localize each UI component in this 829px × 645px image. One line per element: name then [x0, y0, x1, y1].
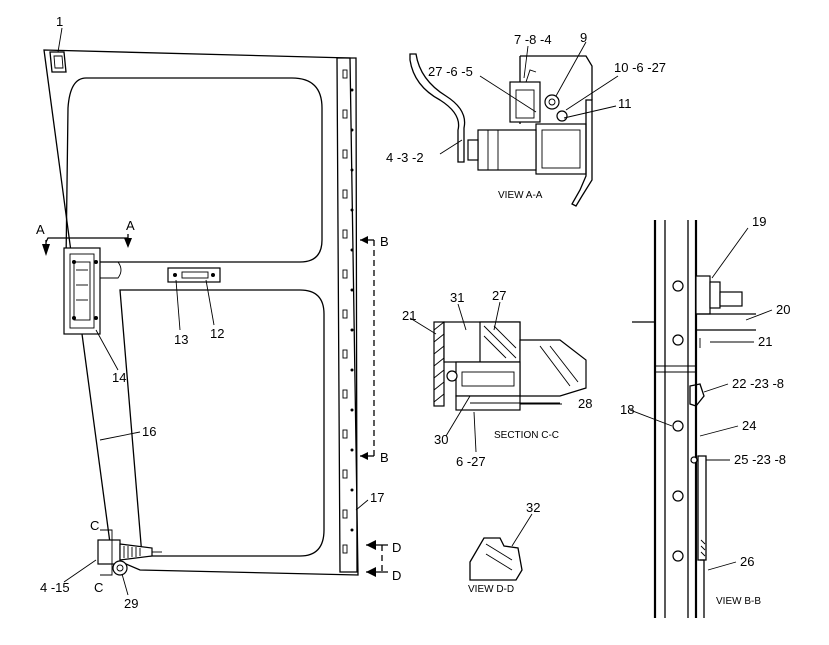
callout-a-left: A [36, 222, 45, 237]
callout-16: 16 [142, 424, 156, 439]
callout-7-8-4: 7 -8 -4 [514, 32, 552, 47]
damper-cylinder [97, 539, 162, 576]
callout-13: 13 [174, 332, 188, 347]
caption-view-b-b: VIEW B-B [716, 596, 761, 607]
callout-32: 32 [526, 500, 540, 515]
callout-27-6-5: 27 -6 -5 [428, 64, 473, 79]
callout-c-top: C [90, 518, 99, 533]
callout-17: 17 [370, 490, 384, 505]
callout-b-top: B [380, 234, 389, 249]
caption-view-d-d: VIEW D-D [468, 584, 514, 595]
callout-d-top: D [392, 540, 401, 555]
callout-4-15: 4 -15 [40, 580, 70, 595]
handle [167, 267, 221, 283]
callout-30: 30 [434, 432, 448, 447]
callout-b-bottom: B [380, 450, 389, 465]
callout-labels: 1 A A 13 12 14 16 B B 17 C C 4 -15 29 D … [36, 14, 790, 611]
callout-d-bottom: D [392, 568, 401, 583]
callout-31: 31 [450, 290, 464, 305]
callout-26: 26 [740, 554, 754, 569]
callout-21-bb: 21 [758, 334, 772, 349]
callout-22-23-8: 22 -23 -8 [732, 376, 784, 391]
callout-12: 12 [210, 326, 224, 341]
callout-c-bottom: C [94, 580, 103, 595]
callout-a-right: A [126, 218, 135, 233]
callout-27: 27 [492, 288, 506, 303]
callout-19: 19 [752, 214, 766, 229]
door-main-view [42, 27, 388, 596]
section-d-marker [366, 540, 388, 577]
latch-assembly [63, 247, 101, 335]
section-c-c [409, 301, 587, 453]
callout-14: 14 [112, 370, 126, 385]
callout-28: 28 [578, 396, 592, 411]
callout-1: 1 [56, 14, 63, 29]
callout-24: 24 [742, 418, 756, 433]
hinge-holes [342, 69, 354, 554]
callout-29: 29 [124, 596, 138, 611]
callout-18: 18 [620, 402, 634, 417]
callout-10-6-27: 10 -6 -27 [614, 60, 666, 75]
callout-4-3-2: 4 -3 -2 [386, 150, 424, 165]
callout-11: 11 [618, 96, 632, 111]
callout-9: 9 [580, 30, 587, 45]
callout-20: 20 [776, 302, 790, 317]
view-b-b [629, 220, 773, 618]
view-a-a [409, 41, 619, 207]
section-a-marker [42, 234, 132, 256]
callout-21-cc: 21 [402, 308, 416, 323]
callout-6-27: 6 -27 [456, 454, 486, 469]
section-b-marker [360, 236, 375, 460]
view-d-d [469, 513, 533, 581]
callout-25-23-8: 25 -23 -8 [734, 452, 786, 467]
caption-section-c-c: SECTION C-C [494, 430, 559, 441]
caption-view-a-a: VIEW A-A [498, 190, 543, 201]
